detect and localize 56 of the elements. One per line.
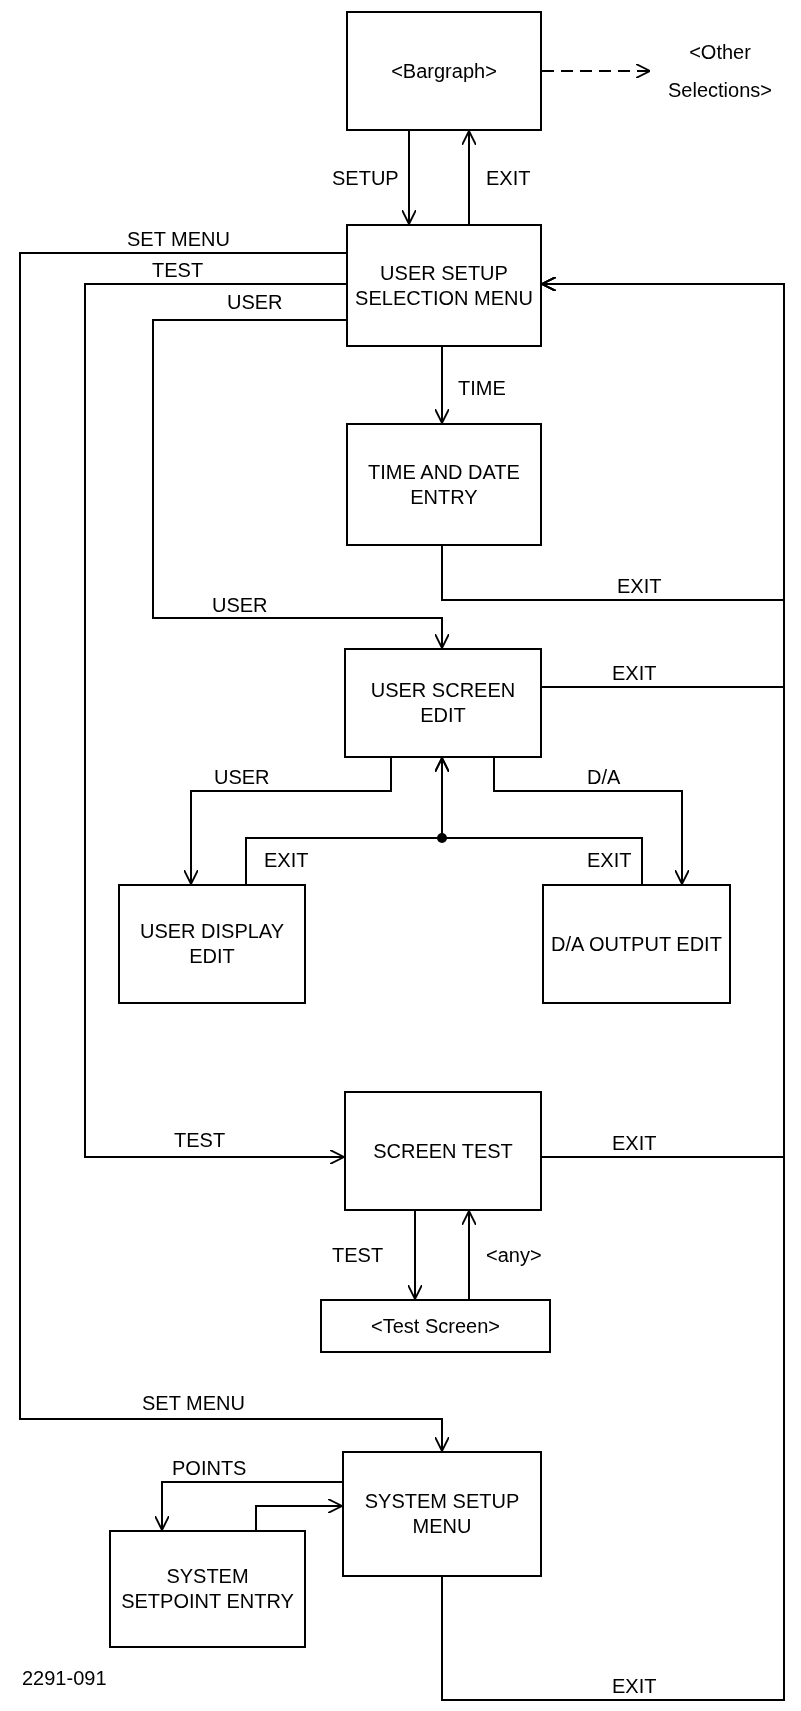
- edge-label: USER: [212, 767, 272, 787]
- arrow: [84, 283, 347, 1165]
- process-box: [346, 423, 542, 546]
- arrow: [255, 1498, 343, 1531]
- arrow: [461, 130, 477, 225]
- process-box: [346, 11, 542, 131]
- arrow: [19, 252, 450, 1452]
- process-box: [344, 648, 542, 758]
- node-text: <Other Selections>: [650, 38, 790, 104]
- box-text: SCREEN TEST: [372, 1138, 514, 1164]
- box-text: D/A OUTPUT EDIT: [550, 931, 723, 957]
- process-box: [118, 884, 306, 1004]
- arrow: [407, 1210, 423, 1300]
- process-box: [342, 1451, 542, 1577]
- arrow: [461, 1210, 477, 1300]
- process-box: [346, 224, 542, 347]
- process-box: [542, 884, 731, 1004]
- process-box: [344, 1091, 542, 1211]
- box-text: TIME AND DATE ENTRY: [367, 459, 521, 510]
- edge-label: EXIT: [610, 1676, 659, 1696]
- edge-label: EXIT: [615, 576, 664, 596]
- edge-label: TEST: [330, 1245, 386, 1265]
- edge-label: EXIT: [262, 850, 311, 870]
- arrow: [541, 63, 651, 79]
- box-text: USER SETUP SELECTION MENU: [354, 260, 534, 311]
- box-text: USER DISPLAY EDIT: [138, 919, 286, 969]
- line-label: SET MENU: [140, 1393, 247, 1413]
- arrow: [152, 319, 450, 649]
- edge-label: POINTS: [170, 1458, 249, 1478]
- edge-label: EXIT: [484, 168, 533, 188]
- arrow: [493, 757, 690, 885]
- edge-label: EXIT: [610, 663, 659, 683]
- edge-label: EXIT: [610, 1133, 659, 1153]
- box-text: SYSTEM SETPOINT ENTRY: [120, 1564, 295, 1614]
- edge-label: TEST: [150, 260, 206, 280]
- edge-label: SETUP: [330, 168, 401, 188]
- edge-label: TIME: [456, 378, 508, 398]
- process-box: [320, 1299, 551, 1353]
- arrow: [183, 757, 392, 885]
- box-text: SYSTEM SETUP MENU: [363, 1489, 521, 1539]
- line-label: USER: [210, 595, 270, 615]
- arrow: [401, 130, 417, 225]
- box-text: <Test Screen>: [370, 1313, 501, 1339]
- edge-label: SET MENU: [125, 229, 232, 249]
- arrow: [441, 276, 785, 1701]
- edge-label: USER: [225, 292, 285, 312]
- line-label: TEST: [172, 1130, 228, 1150]
- arrow: [154, 1481, 343, 1531]
- edge-label: D/A: [585, 767, 623, 787]
- edge-label: EXIT: [585, 850, 634, 870]
- figure-number: 2291-091: [20, 1668, 109, 1688]
- arrow: [434, 757, 643, 885]
- box-text: <Bargraph>: [390, 58, 498, 84]
- arrow: [434, 346, 450, 424]
- box-text: USER SCREEN EDIT: [369, 678, 517, 728]
- process-box: [109, 1530, 306, 1648]
